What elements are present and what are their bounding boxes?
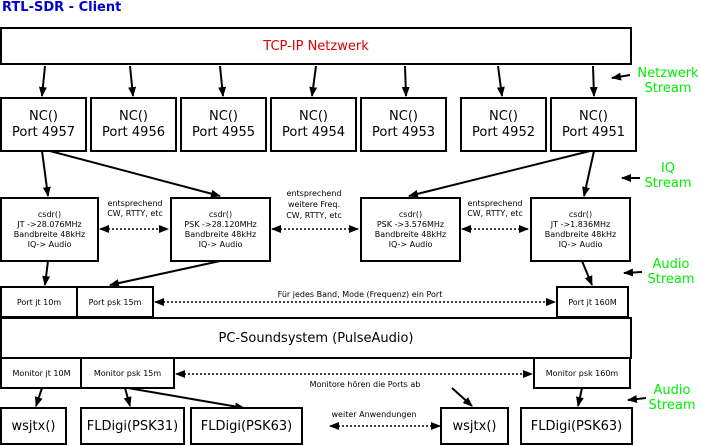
nc-box-4955: NC() Port 4955 <box>180 97 267 152</box>
monitor-psk-15m: Monitor psk 15m <box>80 357 175 389</box>
pc-soundsystem-label: PC-Soundsystem (PulseAudio) <box>218 330 414 346</box>
arrow-tcp-nc-4956 <box>128 65 137 97</box>
csdr-box-jt-1836: csdr() JT ->1.836MHz Bandbreite 48kHz IQ… <box>530 197 631 262</box>
arrow-nc-csdr-2 <box>49 150 221 198</box>
arrow-side-netzwerk <box>611 72 631 81</box>
nc-box-4956: NC() Port 4956 <box>90 97 177 152</box>
monitor-jt-10m: Monitor jt 10M <box>0 357 83 389</box>
csdr-box-psk-3576: csdr() PSK ->3.576MHz Bandbreite 48kHz I… <box>360 197 461 262</box>
note-csdr-3-4: entsprechend CW, RTTY, etc <box>467 199 523 218</box>
arrow-tcp-nc-4951 <box>589 65 598 97</box>
app-wsjtx-2: wsjtx() <box>440 407 509 445</box>
csdr-box-psk-28120: csdr() PSK ->28.120MHz Bandbreite 48kHz … <box>170 197 271 262</box>
arrow-tcp-nc-4955 <box>218 65 227 97</box>
arrow-side-audio-2 <box>627 395 647 403</box>
tcp-ip-network-box: TCP-IP Netzwerk <box>0 27 632 65</box>
nc-box-4954: NC() Port 4954 <box>270 97 357 152</box>
arrow-mon-fldigi63-2 <box>576 387 584 407</box>
arrow-side-audio-1 <box>623 268 643 277</box>
pc-soundsystem-box: PC-Soundsystem (PulseAudio) <box>0 317 632 359</box>
diagram-title: RTL-SDR - Client <box>2 0 122 15</box>
arrow-mon-fldigi63-1 <box>127 387 245 411</box>
nc-box-4957: NC() Port 4957 <box>0 97 87 152</box>
monitor-psk-160m: Monitor psk 160m <box>533 357 631 389</box>
nc-box-4953: NC() Port 4953 <box>360 97 447 152</box>
arrow-tcp-nc-4957 <box>38 65 47 97</box>
nc-box-4952: NC() Port 4952 <box>460 97 547 152</box>
app-wsjtx-1: wsjtx() <box>0 407 67 445</box>
app-fldigi-psk31: FLDigi(PSK31) <box>80 407 185 445</box>
port-jt-10m: Port jt 10m <box>0 286 78 318</box>
note-monitors: Monitore hören die Ports ab <box>309 380 421 389</box>
note-apps: weiter Anwendungen <box>331 410 417 419</box>
app-fldigi-psk63-1: FLDigi(PSK63) <box>190 407 303 445</box>
port-jt-160m: Port jt 160M <box>556 286 629 318</box>
nc-box-4951: NC() Port 4951 <box>550 97 637 152</box>
arrow-tcp-nc-4953 <box>401 65 410 97</box>
arrow-nc-csdr-4 <box>582 150 595 197</box>
port-psk-15m: Port psk 15m <box>76 286 154 318</box>
arrow-mon-wsjtx-1 <box>35 387 43 407</box>
arrow-csdr-port-psk15 <box>109 260 221 287</box>
arrow-mon-fldigi31 <box>123 387 132 407</box>
tcp-ip-network-label: TCP-IP Netzwerk <box>263 38 369 54</box>
side-label-iq-stream: IQ Stream <box>644 161 692 191</box>
csdr-box-jt-28076: csdr() JT ->28.076MHz Bandbreite 48kHz I… <box>0 197 99 262</box>
side-label-netzwerk-stream: Netzwerk Stream <box>637 66 699 96</box>
side-label-audio-stream-1: Audio Stream <box>647 257 695 287</box>
arrow-nc-csdr-1 <box>41 150 51 197</box>
arrow-mon-wsjtx-2 <box>451 387 473 407</box>
arrow-csdr-port-jt160 <box>581 260 593 286</box>
app-fldigi-psk63-2: FLDigi(PSK63) <box>520 407 633 445</box>
arrow-nc-csdr-3 <box>408 150 591 198</box>
note-ports: Für jedes Band, Mode (Frequenz) ein Port <box>277 290 443 299</box>
side-label-audio-stream-2: Audio Stream <box>648 383 696 413</box>
note-csdr-2-3: entsprechend weitere Freq. CW, RTTY, etc <box>286 189 342 220</box>
note-csdr-1-2: entsprechend CW, RTTY, etc <box>107 199 163 218</box>
arrow-csdr-port-jt10 <box>42 260 51 286</box>
arrow-tcp-nc-4952 <box>496 65 505 97</box>
arrow-tcp-nc-4954 <box>309 65 318 97</box>
